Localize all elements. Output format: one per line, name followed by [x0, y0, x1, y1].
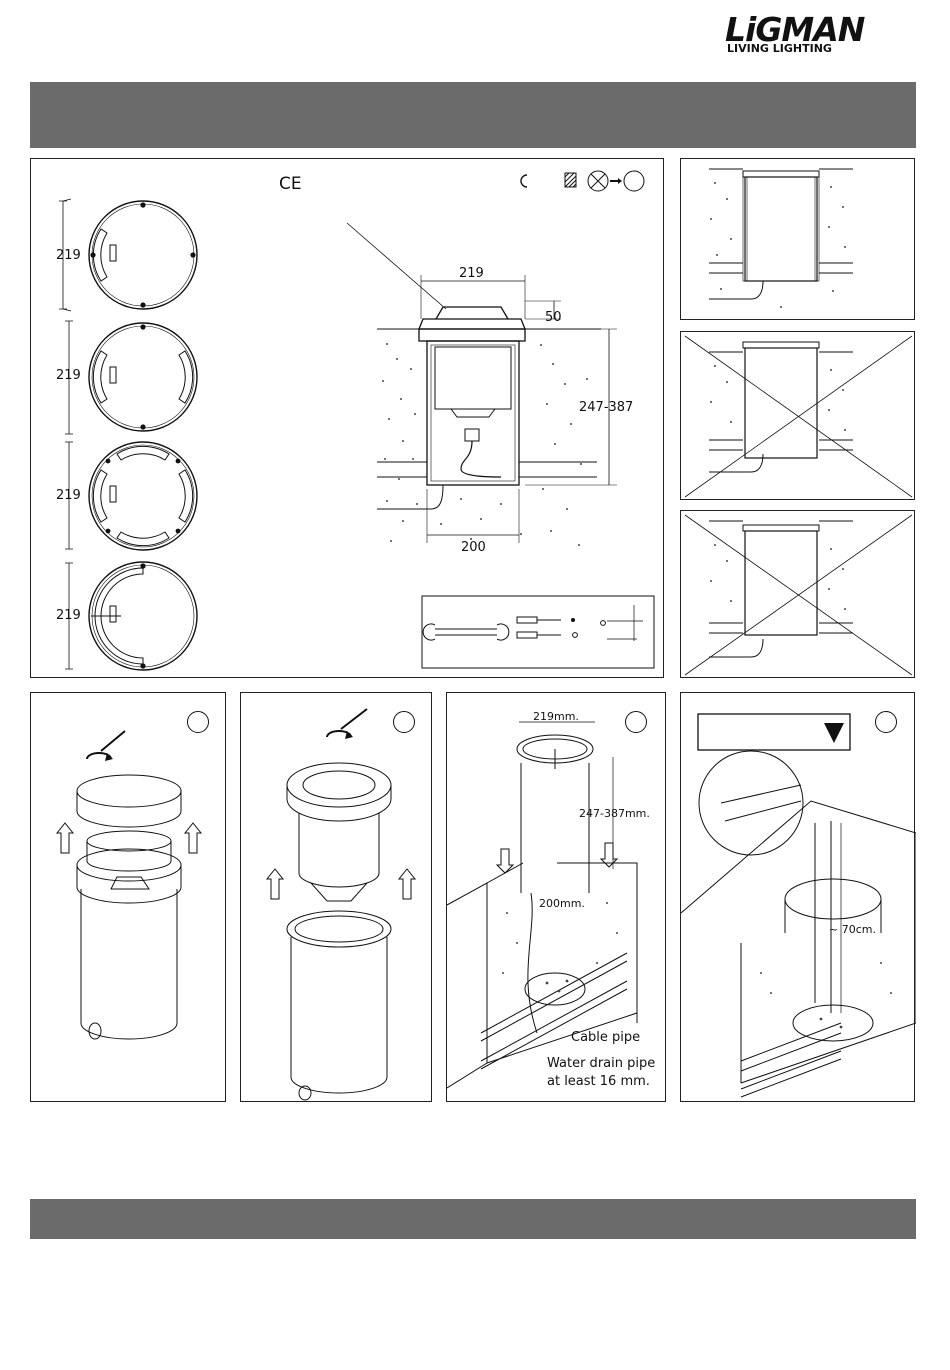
connection-cutaway-drawing — [681, 751, 916, 1097]
section-width-label: 219 — [459, 266, 484, 281]
cable-pipe-label: Cable pipe — [571, 1030, 640, 1045]
variant-4-diameter: 219 — [56, 608, 81, 623]
variant-2-top-view — [65, 321, 197, 434]
wrong-installation-drawing-1 — [685, 336, 912, 497]
step3-depth-label: 247-387mm. — [579, 807, 650, 820]
variant-4-top-view — [65, 562, 197, 670]
no-cover-icon — [588, 171, 644, 191]
rotate-arrow-icon — [327, 709, 367, 739]
rotate-arrow-icon — [87, 731, 125, 761]
section-lip-label: 50 — [545, 310, 562, 325]
screw-icon — [517, 605, 643, 641]
warning-label-box — [698, 714, 850, 750]
half-moon-icon — [521, 175, 527, 187]
variant-3-top-view — [65, 442, 197, 550]
wrong-installation-drawing-2 — [685, 515, 912, 675]
install-wrong-panel-1 — [680, 331, 915, 500]
install-ok-panel — [680, 158, 915, 320]
section-depth-label: 247-387 — [579, 400, 633, 415]
step-1-panel — [30, 692, 226, 1102]
warning-triangle-icon — [824, 723, 844, 743]
section-base-label: 200 — [461, 540, 486, 555]
module-exploded-drawing — [287, 763, 391, 1100]
brand-tagline: LIVING LIGHTING — [727, 42, 832, 55]
header-band — [30, 82, 916, 148]
step3-top-label: 219mm. — [533, 710, 579, 723]
wrench-icon — [423, 624, 509, 640]
lid-exploded-drawing — [77, 775, 181, 1039]
down-arrow-icon — [497, 843, 617, 873]
brand-logo: LiGMAN LIVING LIGHTING — [725, 8, 917, 58]
ce-mark: CE — [279, 174, 302, 194]
drain-pipe-label-2: at least 16 mm. — [547, 1074, 650, 1089]
step4-depth-label: ~ 70cm. — [829, 923, 876, 936]
step-3-panel: 219mm. 247-387mm. 200mm. Cable pipe Wate… — [446, 692, 666, 1102]
variant-2-diameter: 219 — [56, 368, 81, 383]
variant-3-diameter: 219 — [56, 488, 81, 503]
step3-base-label: 200mm. — [539, 897, 585, 910]
dimensions-panel: CE 219 — [30, 158, 664, 678]
footer-band — [30, 1199, 916, 1239]
hatched-square-icon — [565, 173, 576, 187]
tools-box — [422, 596, 654, 668]
step-4-panel: ~ 70cm. — [680, 692, 915, 1102]
step-2-panel — [240, 692, 432, 1102]
install-wrong-panel-2 — [680, 510, 915, 678]
correct-installation-drawing — [709, 169, 853, 308]
variant-1-diameter: 219 — [56, 248, 81, 263]
drain-pipe-label-1: Water drain pipe — [547, 1056, 655, 1071]
up-arrow-icon — [267, 869, 415, 899]
